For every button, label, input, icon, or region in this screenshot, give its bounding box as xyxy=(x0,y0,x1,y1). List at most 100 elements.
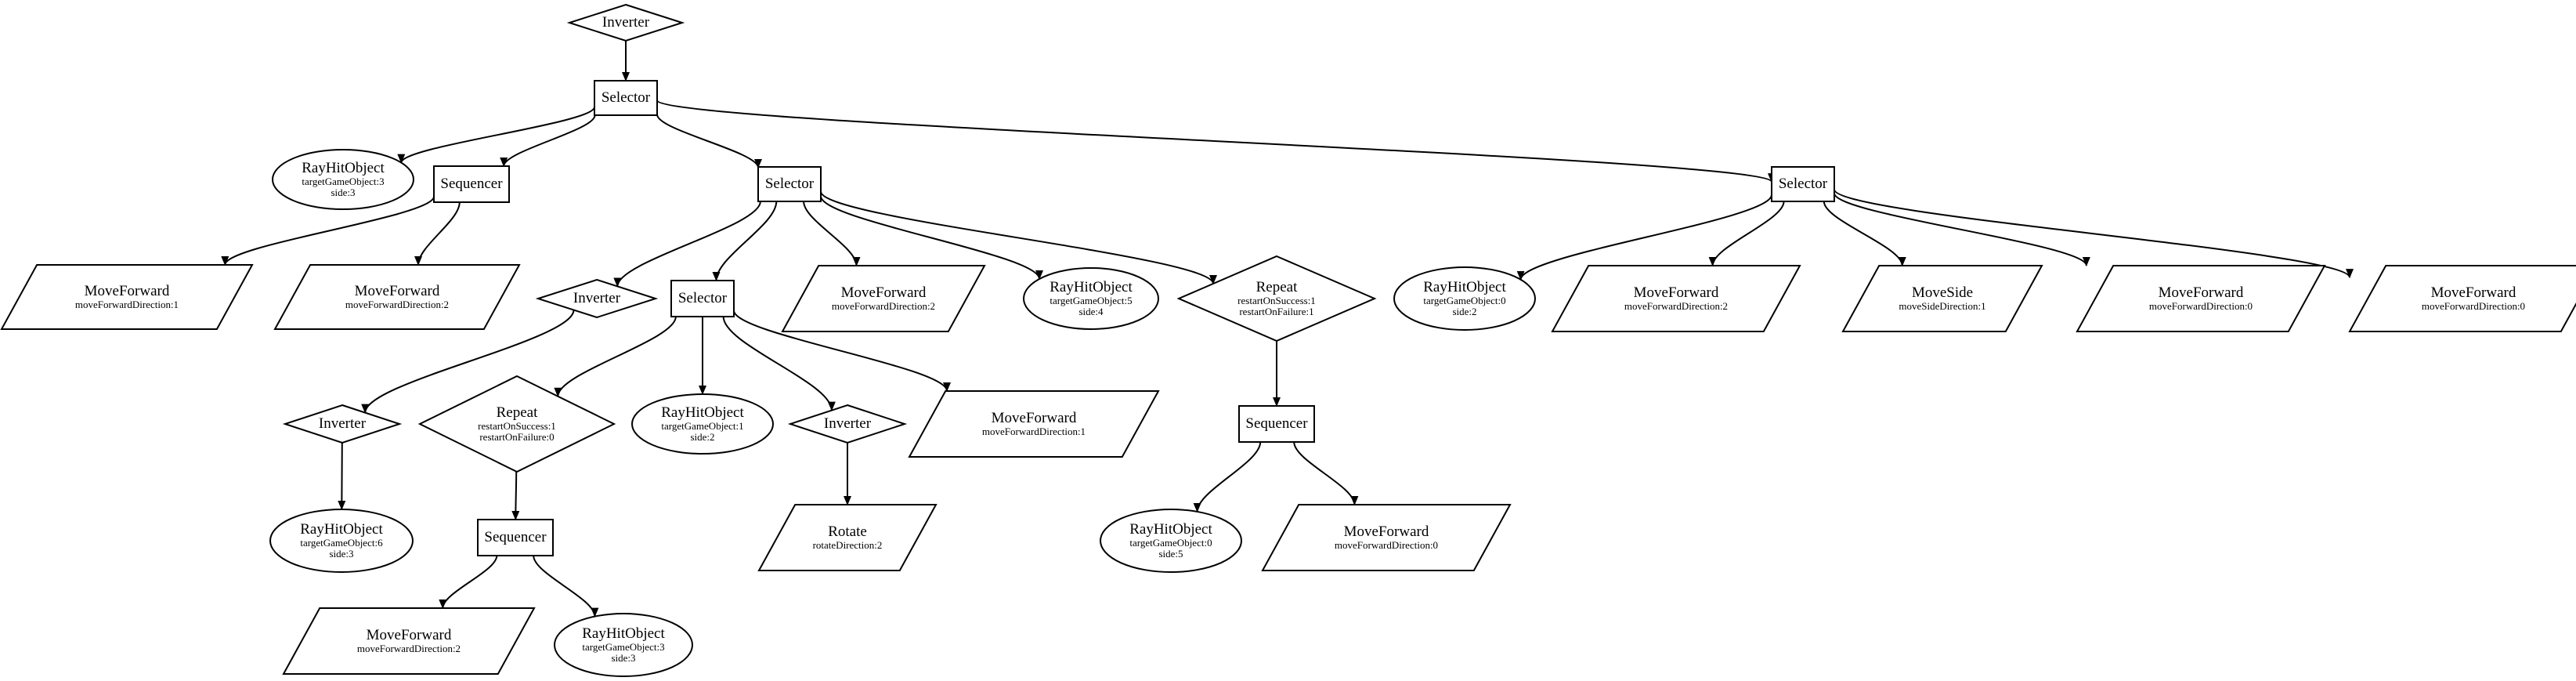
node-inverter: Inverter xyxy=(282,404,403,444)
node-shape-para xyxy=(757,504,938,571)
node-title: Sequencer xyxy=(484,529,547,545)
edge-n26-n29 xyxy=(1823,201,1906,266)
node-selector: Selector xyxy=(594,80,658,116)
node-shape-ellipse xyxy=(1393,266,1536,331)
node-shape-ellipse xyxy=(631,393,774,455)
node-param: moveForwardDirection:2 xyxy=(357,643,461,654)
node-shape-para xyxy=(1261,504,1512,571)
node-param: restartOnSuccess:1 xyxy=(1237,295,1316,306)
node-title: MoveForward xyxy=(355,283,440,299)
node-param: side:5 xyxy=(1158,548,1183,560)
node-shape-ellipse xyxy=(272,149,414,210)
node-param: moveForwardDirection:0 xyxy=(1335,539,1438,551)
node-title: Selector xyxy=(678,290,728,306)
node-param: targetGameObject:0 xyxy=(1129,537,1212,549)
node-title: RayHitObject xyxy=(1129,521,1212,538)
edge-n13-n14 xyxy=(439,555,498,609)
node-sequencer: Sequencer xyxy=(433,165,510,203)
node-param: targetGameObject:6 xyxy=(300,537,383,549)
edge-n7-n11 xyxy=(712,201,778,281)
node-param: side:3 xyxy=(329,548,353,560)
edge-n2-n26 xyxy=(656,99,1776,183)
node-shape-box xyxy=(594,80,658,116)
node-title: MoveForward xyxy=(992,410,1077,426)
node-param: moveForwardDirection:1 xyxy=(75,299,179,310)
node-selector: Selector xyxy=(1771,166,1835,202)
node-title: RayHitObject xyxy=(1423,279,1506,295)
node-shape-box xyxy=(670,280,735,317)
node-shape-para xyxy=(1551,265,1801,332)
node-shape-diamond xyxy=(282,404,403,444)
node-param: moveForwardDirection:1 xyxy=(982,426,1086,437)
edge-n2-n4 xyxy=(500,114,596,167)
node-title: MoveForward xyxy=(1344,523,1429,540)
node-param: rotateDirection:2 xyxy=(813,539,883,551)
edge-n11-n12 xyxy=(554,316,677,397)
node-title: Sequencer xyxy=(440,176,503,192)
node-shape-box xyxy=(1238,405,1315,443)
node-title: RayHitObject xyxy=(582,625,665,642)
node-param: restartOnSuccess:1 xyxy=(478,420,556,432)
node-shape-para xyxy=(273,264,521,330)
node-shape-box xyxy=(477,519,554,556)
node-shape-diamond xyxy=(417,375,616,473)
node-title: MoveForward xyxy=(841,284,927,301)
node-shape-diamond xyxy=(535,278,659,319)
node-title: Sequencer xyxy=(1245,415,1308,432)
node-inverter: Inverter xyxy=(535,278,659,319)
edge-n2-n7 xyxy=(656,114,762,168)
node-shape-box xyxy=(757,166,822,202)
node-shape-para xyxy=(908,390,1160,458)
node-sequencer: Sequencer xyxy=(1238,405,1315,443)
node-shape-para xyxy=(781,265,986,332)
node-param: targetGameObject:3 xyxy=(302,176,384,187)
node-shape-para xyxy=(282,607,536,675)
node-title: MoveForward xyxy=(367,627,452,643)
edge-n2-n3 xyxy=(397,107,595,164)
edge-n26-n27 xyxy=(1516,194,1772,281)
node-param: targetGameObject:1 xyxy=(661,420,743,432)
node-title: Selector xyxy=(1779,176,1828,192)
node-param: restartOnFailure:0 xyxy=(479,431,554,443)
node-title: MoveSide xyxy=(1912,284,1973,301)
node-shape-ellipse xyxy=(554,613,693,677)
edge-n26-n28 xyxy=(1708,201,1785,266)
node-inverter: Inverter xyxy=(566,3,685,42)
node-title: RayHitObject xyxy=(1050,279,1133,295)
edge-n9-n10 xyxy=(338,442,346,510)
edge-n26-n31 xyxy=(1834,189,2354,279)
node-title: RayHitObject xyxy=(300,521,383,538)
node-title: Selector xyxy=(765,176,815,192)
node-title: MoveForward xyxy=(85,283,170,299)
node-title: Rotate xyxy=(828,523,867,540)
node-repeat: RepeatrestartOnSuccess:1restartOnFailure… xyxy=(417,375,616,473)
node-title: Inverter xyxy=(824,415,872,432)
edge-n23-n24 xyxy=(1193,441,1262,513)
node-param: side:4 xyxy=(1078,306,1104,317)
node-title: MoveForward xyxy=(2431,284,2516,301)
node-param: side:3 xyxy=(331,187,355,198)
node-param: targetGameObject:3 xyxy=(582,641,664,653)
node-repeat: RepeatrestartOnSuccess:1restartOnFailure… xyxy=(1176,255,1377,342)
node-shape-box xyxy=(1771,166,1835,202)
node-param: moveForwardDirection:0 xyxy=(2149,300,2253,312)
edge-n7-n21 xyxy=(820,195,1043,280)
node-title: Inverter xyxy=(602,14,650,31)
edge-n7-n20 xyxy=(803,201,861,266)
node-shape-ellipse xyxy=(269,509,414,573)
node-param: moveForwardDirection:2 xyxy=(345,299,449,310)
